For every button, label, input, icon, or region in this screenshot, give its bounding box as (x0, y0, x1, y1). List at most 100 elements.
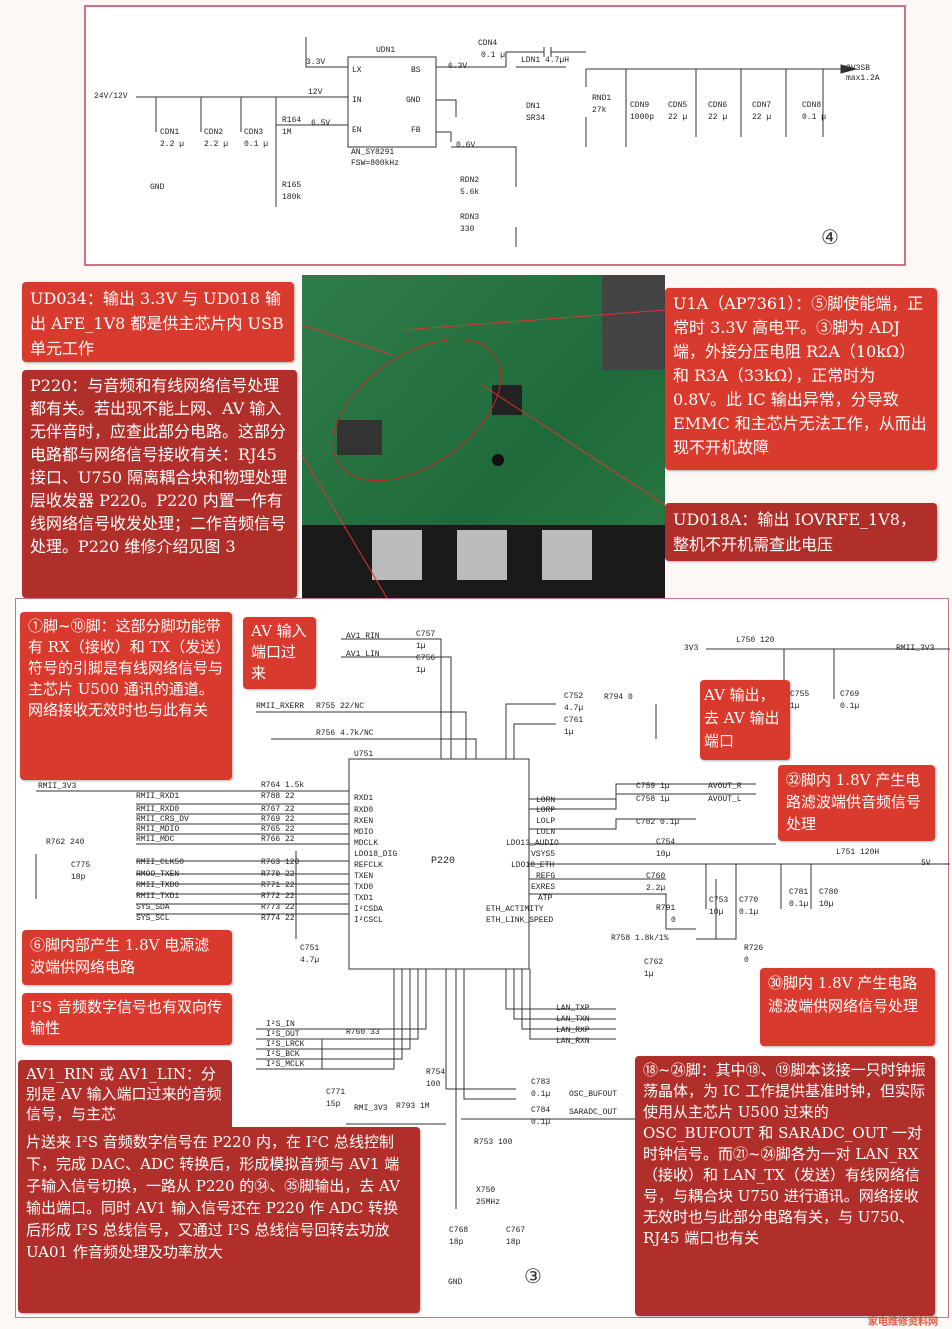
bottom-label: 10µ (709, 908, 724, 917)
bottom-label: C751 (300, 944, 320, 953)
bottom-label: SYS_SDA (136, 903, 170, 912)
bottom-label: 15p (326, 1100, 341, 1109)
diode-value: SR34 (526, 114, 546, 123)
bottom-label: 10µ (819, 900, 834, 909)
bottom-label: C762 (644, 958, 664, 967)
cap-value: 2.2 µ (204, 140, 229, 149)
callout-av-output: AV 输出，去 AV 输出端口 (700, 680, 790, 760)
bottom-label: R764 1.5k (261, 781, 305, 790)
bottom-label: SYS_SCL (136, 914, 170, 923)
resistor-value: 1M (282, 128, 292, 137)
cap-label: CDN8 (802, 101, 822, 110)
cap-label: CDN2 (204, 128, 224, 137)
bottom-label: 1µ (416, 666, 426, 675)
callout-pins-18-24: ⑱~㉔脚：其中⑱、⑲脚本该接一只时钟振荡晶体，为 IC 工作提供基准时钟，但实际… (635, 1056, 935, 1316)
bottom-label: LAN_RXP (556, 1026, 590, 1035)
ground-label: GND (150, 183, 165, 192)
watermark-logo: 家电维修资料网 (868, 1317, 938, 1328)
bottom-label: 0.1µ (531, 1090, 551, 1099)
bottom-label: 3V3 (684, 644, 699, 653)
bottom-label: C767 (506, 1226, 526, 1235)
bottom-label: 1µ (790, 702, 800, 711)
bottom-label: RMII_MDC (136, 835, 175, 844)
pin-label: RXEN (354, 817, 374, 826)
bottom-label: LAN_RXN (556, 1037, 590, 1046)
bottom-label: R753 100 (474, 1138, 513, 1147)
bottom-label: 0 (671, 916, 676, 925)
callout-pin-30: ㉚脚内 1.8V 产生电路滤波端供网络信号处理 (760, 968, 935, 1046)
input-net-label: 24V/12V (94, 92, 128, 101)
resistor-label: R165 (282, 181, 302, 190)
bottom-label: C759 1µ (636, 782, 670, 791)
bottom-label: RMII_TXD1 (136, 892, 180, 901)
pin-label: LX (352, 66, 362, 75)
callout-u1a: U1A（AP7361）：⑤脚使能端，正常时 3.3V 高电平。③脚为 ADJ 端… (665, 288, 937, 470)
pin-label: LDO18_ETH (511, 861, 555, 870)
net-label: 6.3V (448, 62, 468, 71)
output-current-label: max1.2A (846, 74, 880, 83)
bottom-label: 100 (426, 1080, 441, 1089)
cap-label: CDN1 (160, 128, 180, 137)
bottom-label: 18p (71, 873, 86, 882)
bottom-label: R756 4.7k/NC (316, 729, 374, 738)
bottom-label: C754 (656, 838, 676, 847)
bottom-label: R758 1.8k/1% (611, 934, 669, 943)
pin-label: RXD1 (354, 794, 374, 803)
pin-label: TXEN (354, 872, 374, 881)
pin-label: LDO13_AUDIO (506, 839, 559, 848)
bottom-label: R770 22 (261, 870, 295, 879)
bottom-label: 2.2µ (646, 884, 666, 893)
bottom-label: RMII_RXD1 (136, 792, 180, 801)
cap-value: 0.1 µ (481, 51, 506, 60)
p220-schematic (35, 638, 950, 1209)
inductor-label: LDN1 4.7µH (521, 56, 570, 65)
bottom-label: GND (448, 1278, 463, 1287)
bottom-label: R762 240 (46, 838, 85, 847)
ic-freq-label: FSW=800kHz (351, 159, 400, 168)
callout-pins-1-10: ①脚~⑩脚：这部分脚功能带有 RX（接收）和 TX（发送）符号的引脚是有线网络信… (20, 612, 232, 780)
bottom-label: U751 (354, 750, 374, 759)
bottom-label: R726 (744, 944, 764, 953)
bottom-label: C760 (646, 872, 666, 881)
pin-label: EXRES (531, 883, 556, 892)
net-label: 6.5V (311, 119, 331, 128)
callout-av1-input-top: AV1_RIN 或 AV1_LIN：分别是 AV 输入端口过来的音频信号，与主芯 (18, 1060, 232, 1127)
bottom-label: C753 (709, 896, 729, 905)
callout-av1-input-body: 片送来 I²S 音频数字信号在 P220 内，在 I²C 总线控制下，完成 DA… (18, 1127, 420, 1313)
bottom-label: C761 (564, 716, 584, 725)
bottom-label: I²S_BCK (266, 1050, 300, 1059)
bottom-label: RMII_3V3 (896, 644, 935, 653)
cap-label: CDN4 (478, 39, 498, 48)
bottom-label: L750 120 (736, 636, 775, 645)
bottom-label: 18p (506, 1238, 521, 1247)
bottom-label: 18p (449, 1238, 464, 1247)
ic-p220-label: P220 (431, 856, 456, 867)
bottom-label: AVOUT_L (708, 795, 742, 804)
bottom-label: I²S_LRCK (266, 1040, 305, 1049)
resistor-value: 5.6k (460, 188, 480, 197)
bottom-label: AV1_RIN (346, 632, 380, 641)
pin-label: LOLP (536, 817, 556, 826)
cap-label: CDN5 (668, 101, 688, 110)
pin-label: I²CSDA (354, 905, 383, 914)
pin-label: REFG (536, 872, 556, 881)
resistor-value: 330 (460, 225, 475, 234)
pin-label: RXD0 (354, 806, 374, 815)
bottom-label: 25MHz (476, 1198, 501, 1207)
pin-label: FB (411, 126, 421, 135)
bottom-label: OSC_BUFOUT (569, 1090, 618, 1099)
figure-number: ③ (524, 1264, 542, 1288)
bottom-label: LAN_TXN (556, 1015, 590, 1024)
resistor-value: 27k (592, 106, 607, 115)
bottom-label: R766 22 (261, 835, 295, 844)
cap-value: 0.1 µ (802, 113, 827, 122)
top-schematic-frame: UDN1 3.3V LX BS 6.3V CDN4 0.1 µ LDN1 4.7… (84, 5, 906, 266)
bottom-label: C768 (449, 1226, 469, 1235)
bottom-label: R793 1M (396, 1102, 430, 1111)
callout-p220: P220：与音频和有线网络信号处理都有关。若出现不能上网、AV 输入无伴音时，应… (22, 370, 297, 598)
ic-udn1-label: UDN1 (376, 46, 396, 55)
bottom-label: 0 (744, 956, 749, 965)
pin-label: MDIO (354, 828, 374, 837)
pin-label: MDCLK (354, 839, 379, 848)
output-net-label: 3V3SB (846, 64, 871, 73)
